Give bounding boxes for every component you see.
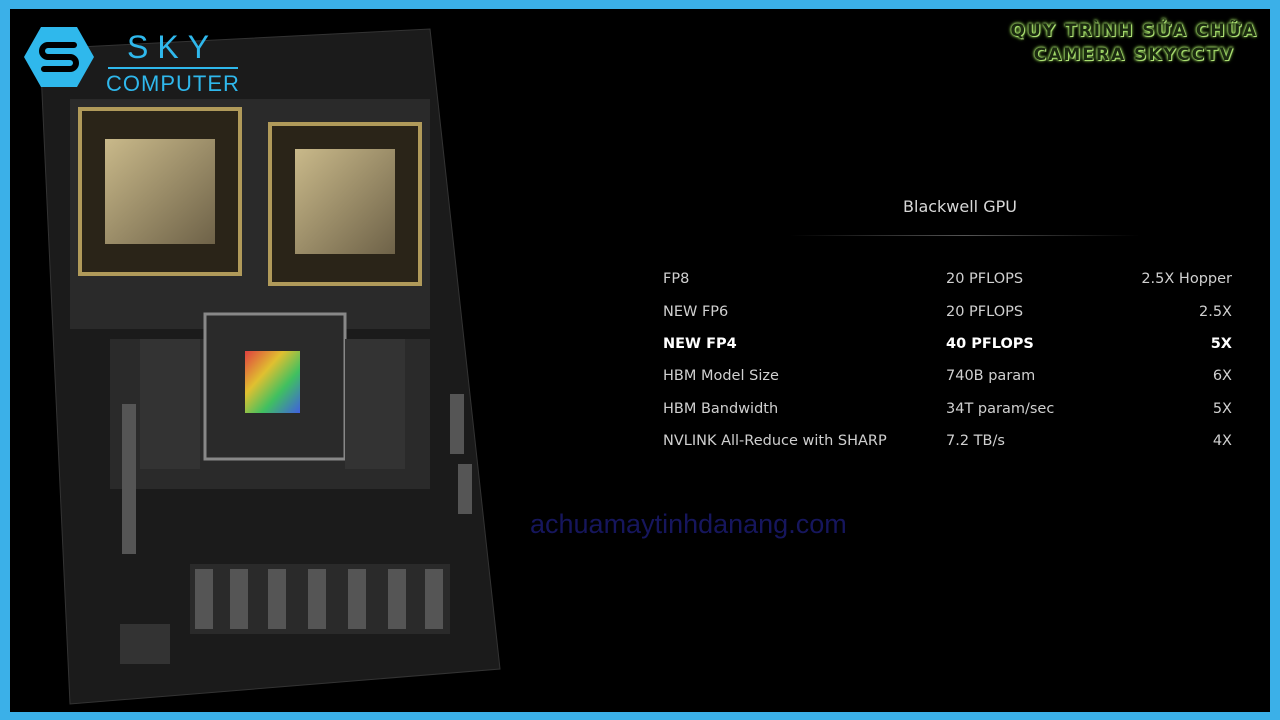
- spec-comparison: 5X: [1210, 335, 1232, 352]
- spec-comparison: 4X: [1212, 433, 1232, 450]
- title-divider: [790, 235, 1140, 236]
- logo-hexagon-icon: [24, 27, 94, 87]
- spec-value: 40 PFLOPS: [946, 335, 1034, 352]
- logo-divider: [108, 67, 238, 69]
- spec-value: 7.2 TB/s: [946, 433, 1005, 450]
- logo-text-sky: SKY: [127, 29, 219, 65]
- promo-line-2: CAMERA SKYCCTV: [1033, 45, 1235, 65]
- spec-label: NEW FP4: [663, 335, 737, 352]
- spec-value: 34T param/sec: [946, 400, 1055, 417]
- slide-title: Blackwell GPU: [903, 197, 1017, 216]
- spec-value: 20 PFLOPS: [946, 271, 1024, 288]
- slide-frame: SKY COMPUTER QUY TRÌNH SỬA CHỮA CAMERA S…: [10, 9, 1270, 712]
- spec-row: NEW FP6 20 PFLOPS 2.5X: [663, 295, 1232, 327]
- spec-comparison: 5X: [1212, 400, 1232, 417]
- spec-row: FP8 20 PFLOPS 2.5X Hopper: [663, 263, 1232, 295]
- promo-line-1: QUY TRÌNH SỬA CHỮA: [1010, 21, 1258, 41]
- spec-comparison: 6X: [1212, 368, 1232, 385]
- spec-row: HBM Bandwidth 34T param/sec 5X: [663, 393, 1232, 425]
- spec-comparison: 2.5X Hopper: [1141, 271, 1232, 288]
- spec-value: 740B param: [946, 368, 1036, 385]
- logo-text-computer: COMPUTER: [106, 71, 240, 96]
- promo-banner: QUY TRÌNH SỬA CHỮA CAMERA SKYCCTV: [1011, 19, 1258, 67]
- spec-label: NEW FP6: [663, 303, 729, 320]
- spec-row: NVLINK All-Reduce with SHARP 7.2 TB/s 4X: [663, 425, 1232, 457]
- spec-label: HBM Model Size: [663, 368, 779, 385]
- sky-computer-logo: SKY COMPUTER: [24, 23, 244, 96]
- gpu-board-image: [39, 28, 501, 705]
- spec-value: 20 PFLOPS: [946, 303, 1024, 320]
- spec-label: HBM Bandwidth: [663, 400, 779, 417]
- spec-label: FP8: [663, 271, 690, 288]
- spec-row: HBM Model Size 740B param 6X: [663, 360, 1232, 392]
- spec-label: NVLINK All-Reduce with SHARP: [663, 433, 887, 450]
- spec-row: NEW FP4 40 PFLOPS 5X: [663, 328, 1232, 360]
- watermark: achuamaytinhdanang.com: [530, 509, 847, 539]
- spec-comparison: 2.5X: [1199, 303, 1232, 320]
